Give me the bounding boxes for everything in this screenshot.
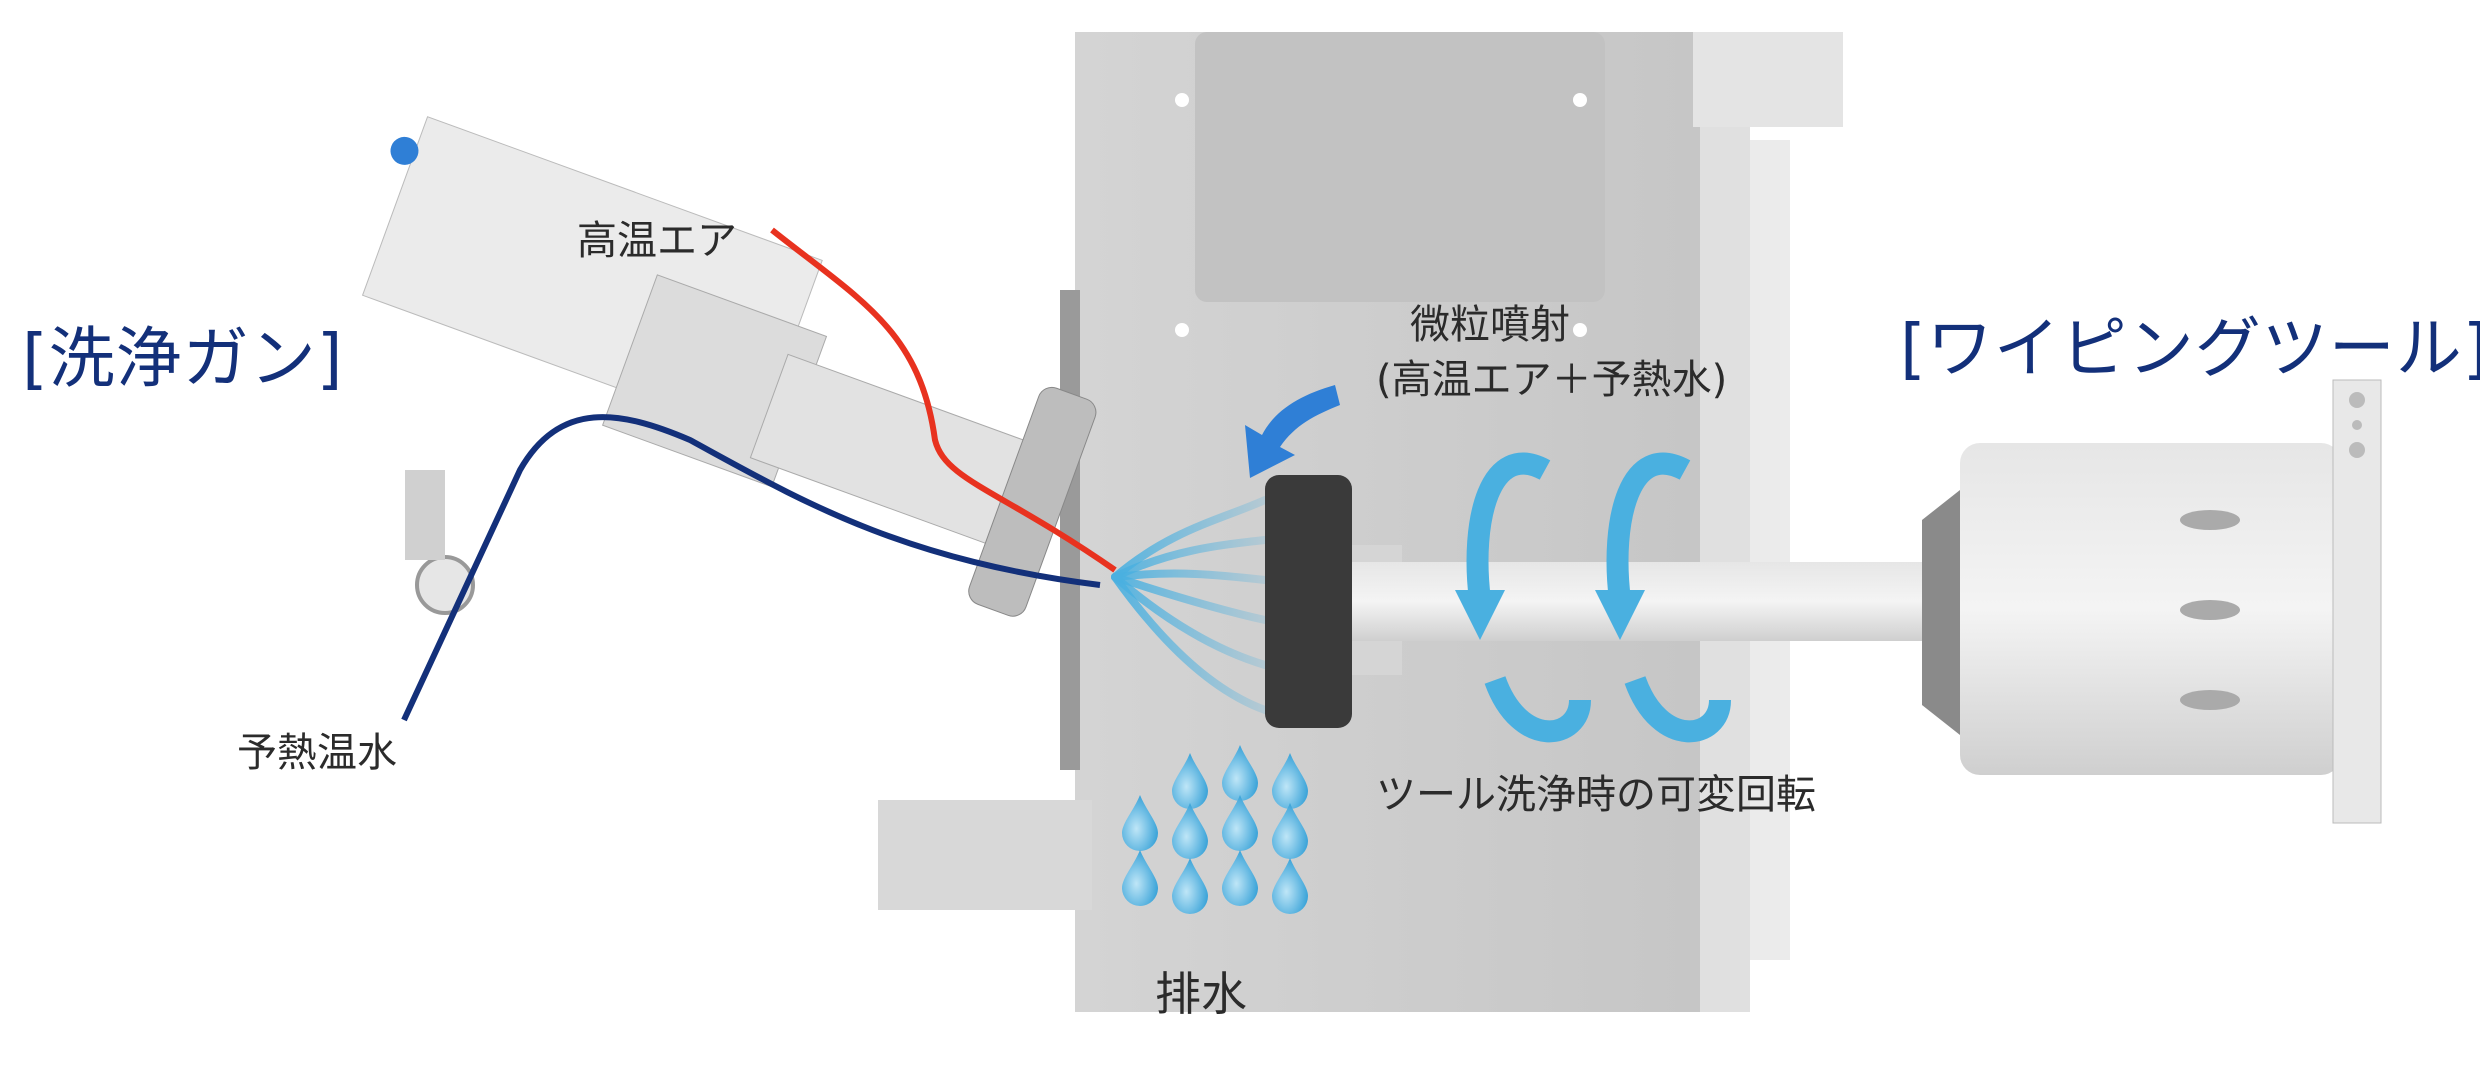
wiping-tool — [1265, 379, 2382, 824]
spray-label-line2: (高温エア＋予熱水) — [1376, 357, 1728, 403]
water-droplet-icon — [1172, 803, 1208, 859]
preheated-water-line — [401, 414, 1101, 722]
wiping-tool-title: [ワイピングツール] — [1900, 310, 2480, 387]
water-droplet-icon — [1122, 850, 1158, 906]
spray-jets — [1111, 496, 1269, 714]
water-droplet-icon — [1272, 858, 1308, 914]
water-droplet-icon — [1172, 858, 1208, 914]
hot-air-label: 高温エア — [577, 218, 737, 264]
variable-rotation-label: ツール洗浄時の可変回転 — [1376, 772, 1816, 818]
drain-label: 排水 — [1155, 967, 1247, 1021]
cleaning-gun — [361, 116, 1097, 617]
spray-direction-arrow-icon — [1245, 385, 1340, 478]
rotation-arrowheads — [1455, 590, 1645, 640]
water-droplet-icon — [1222, 795, 1258, 851]
spray-label-line1: 微粒噴射 — [1410, 302, 1570, 348]
water-droplet-icon — [1272, 753, 1308, 809]
rotation-arrows-icon — [1466, 452, 1731, 743]
water-droplet-icon — [1122, 795, 1158, 851]
water-droplet-icon — [1272, 803, 1308, 859]
hot-air-line — [770, 227, 1117, 573]
water-droplet-icon — [1172, 753, 1208, 809]
water-droplet-icon — [1222, 850, 1258, 906]
preheated-water-label: 予熱温水 — [237, 730, 397, 776]
cleaning-gun-title: [洗浄ガン] — [22, 320, 344, 397]
water-droplet-icon — [1222, 745, 1258, 801]
drain-droplets-icon — [1122, 745, 1308, 914]
